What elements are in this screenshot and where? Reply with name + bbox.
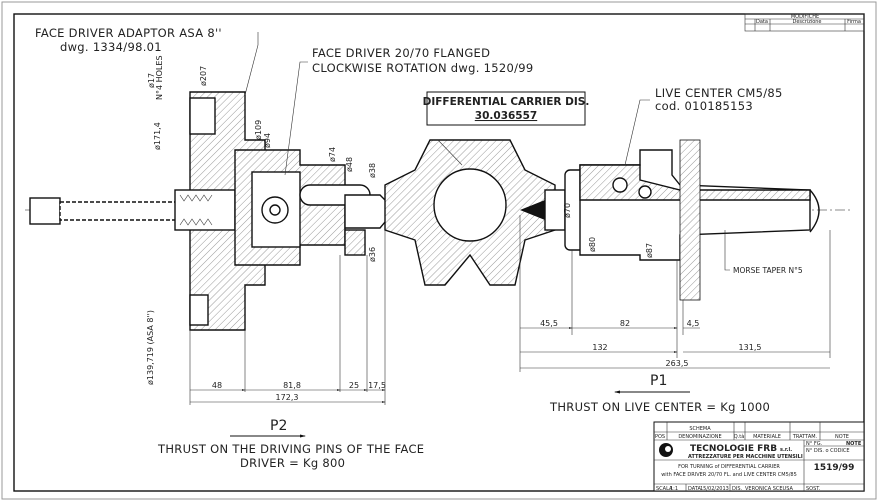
- leader-lines: [244, 32, 730, 271]
- tb-scale: 1:1: [670, 486, 678, 492]
- tb-pos: POS: [655, 434, 665, 440]
- differential-carrier: [384, 139, 556, 286]
- face-driver-flanged: [234, 149, 396, 266]
- holes-label: N°4 HOLES: [155, 55, 164, 100]
- dia-48: ø48: [345, 157, 354, 172]
- dia-87: ø87: [645, 243, 654, 258]
- dim-81-8: 81,8: [283, 381, 301, 390]
- revision-title: MODIFICHE: [791, 14, 819, 20]
- company-logo: [659, 443, 673, 457]
- dim-172-3: 172,3: [276, 393, 299, 402]
- dim-82: 82: [620, 319, 630, 328]
- live-center-code: cod. 010185153: [655, 99, 753, 113]
- p1-text: THRUST ON LIVE CENTER = Kg 1000: [549, 400, 770, 414]
- tb-note: NOTE: [835, 434, 849, 440]
- diameter-labels: ø17 N°4 HOLES ø207 ø171,4 ø109 ø94 ø74 ø…: [146, 55, 654, 385]
- dia-109: ø109: [254, 120, 263, 140]
- dia-70: ø70: [563, 203, 572, 218]
- adaptor-dwg: dwg. 1334/98.01: [60, 40, 162, 54]
- drawing-number: 1519/99: [814, 463, 855, 473]
- p2-line1: THRUST ON THE DRIVING PINS OF THE FACE: [157, 442, 424, 456]
- adaptor-title: FACE DRIVER ADAPTOR ASA 8'': [35, 26, 222, 40]
- tb-n-fg: N° FG.: [806, 441, 823, 447]
- tb-date: 15/02/2013: [700, 486, 729, 492]
- tb-drawn-label: DIS.: [732, 486, 742, 492]
- dia-207: ø207: [199, 66, 208, 86]
- tb-materiale: MATERIALE: [753, 434, 781, 440]
- company-suffix: s.r.l.: [780, 447, 792, 453]
- revision-col-firma: Firma: [847, 19, 861, 25]
- dim-131-5: 131,5: [739, 343, 762, 352]
- live-center: [520, 139, 820, 301]
- face-driver-adaptor: [174, 91, 266, 331]
- extension-lines: [189, 215, 831, 405]
- p2-label: P2: [270, 418, 287, 434]
- title-block: SCHEMA POS DENOMINAZIONE Q.tà MATERIALE …: [653, 421, 865, 492]
- p1-label: P1: [650, 373, 667, 389]
- dim-263-5: 263,5: [666, 359, 689, 368]
- tb-scale-label: SCALA: [656, 486, 673, 492]
- thrust-p2: P2 THRUST ON THE DRIVING PINS OF THE FAC…: [157, 418, 424, 470]
- revision-col-data: Data: [756, 19, 768, 25]
- tb-schema: SCHEMA: [689, 426, 711, 432]
- description-line2: with FACE DRIVER 20/70 FL. and LIVE CENT…: [661, 472, 797, 478]
- drive-rod: [29, 197, 191, 225]
- company-name: TECNOLOGIE FRB: [690, 444, 777, 454]
- dia-17: ø17: [147, 73, 156, 88]
- carrier-code: 30.036557: [475, 110, 537, 122]
- tb-dis-code-label: N° DIS. o CODICE: [806, 448, 850, 454]
- revision-block: MODIFICHE Data Descrizione Firma: [744, 13, 865, 32]
- carrier-title: DIFFERENTIAL CARRIER DIS.: [423, 96, 590, 108]
- dia-94: ø94: [263, 133, 272, 148]
- dia-38: ø38: [368, 163, 377, 178]
- thrust-p1: P1 THRUST ON LIVE CENTER = Kg 1000: [549, 373, 770, 414]
- dia-74: ø74: [328, 147, 337, 162]
- p2-line2: DRIVER = Kg 800: [240, 456, 345, 470]
- dimensions-right: 45,5 82 4,5 132 131,5 263,5: [520, 319, 830, 369]
- dia-139: ø139,719 (ASA 8''): [146, 310, 155, 385]
- dia-80: ø80: [588, 237, 597, 252]
- dim-4-5: 4,5: [687, 319, 700, 328]
- dia-171: ø171,4: [153, 122, 162, 150]
- tb-note-value: NOTE: [846, 441, 862, 447]
- dim-48: 48: [212, 381, 222, 390]
- carrier-label-box: DIFFERENTIAL CARRIER DIS. 30.036557: [423, 91, 590, 126]
- dim-17-5: 17,5: [368, 381, 386, 390]
- face-driver-title: FACE DRIVER 20/70 FLANGED: [312, 46, 490, 60]
- tb-date-label: DATA: [688, 486, 701, 492]
- revision-col-desc: Descrizione: [792, 19, 821, 25]
- description-line1: FOR TURNING of DIFFERENTIAL CARRIER: [678, 464, 780, 470]
- tb-qta: Q.tà: [734, 433, 745, 440]
- dia-36: ø36: [368, 247, 377, 262]
- dim-25: 25: [349, 381, 359, 390]
- dimensions-left: 48 81,8 25 17,5 172,3: [190, 381, 386, 403]
- dim-132: 132: [592, 343, 607, 352]
- tb-trattam: TRATTAM.: [792, 434, 818, 440]
- dim-45-5: 45,5: [540, 319, 558, 328]
- company-subtitle: ATTREZZATURE PER MACCHINE UTENSILI: [688, 454, 803, 460]
- tb-drawn-by: VERONICA SCEUSA: [745, 486, 793, 492]
- live-center-title: LIVE CENTER CM5/85: [655, 86, 783, 100]
- morse-taper-label: MORSE TAPER N°5: [733, 266, 803, 275]
- tb-sost-label: SOST.: [806, 486, 821, 492]
- face-driver-dwg: CLOCKWISE ROTATION dwg. 1520/99: [312, 61, 534, 75]
- tb-denominazione: DENOMINAZIONE: [678, 434, 721, 440]
- drawing-frame: [13, 13, 865, 492]
